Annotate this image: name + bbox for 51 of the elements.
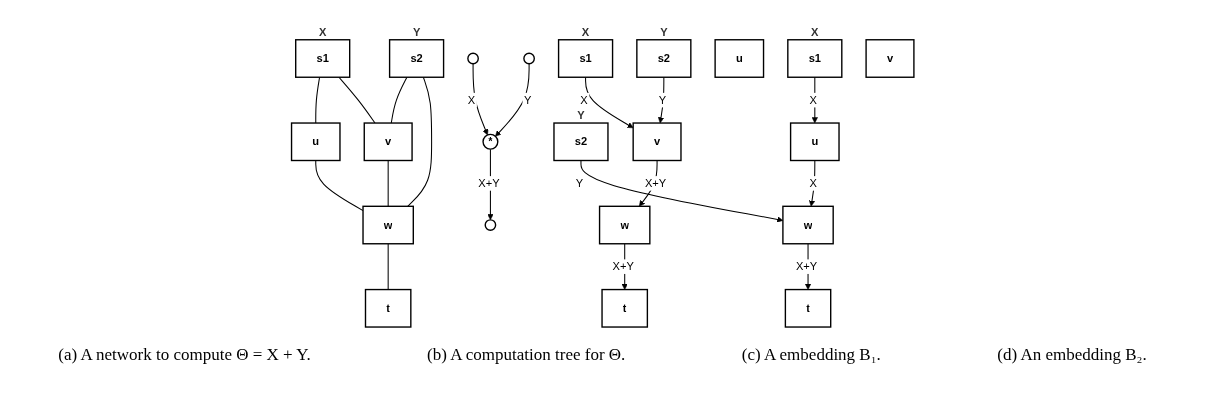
- node-circle: [466, 52, 479, 64]
- edge-label: X+Y: [478, 176, 500, 189]
- node-circle: [484, 218, 497, 231]
- edge-label: X: [809, 176, 817, 189]
- node-circle: *: [482, 133, 499, 150]
- node-box: u: [714, 38, 764, 78]
- node-box: s1: [786, 38, 843, 78]
- connector: [387, 159, 389, 207]
- edge-label: X: [467, 93, 476, 106]
- node-caption: Y: [577, 108, 585, 121]
- node-box: v: [363, 121, 413, 161]
- arrow: [472, 62, 489, 135]
- node-box: t: [601, 288, 648, 328]
- node-box: w: [781, 205, 834, 244]
- node-box: w: [362, 205, 414, 244]
- node-circle: [522, 52, 535, 64]
- node-box: s2: [388, 38, 445, 78]
- edge-label: Y: [575, 176, 583, 189]
- edge-label: X+Y: [644, 176, 666, 189]
- edge-label: X: [809, 93, 817, 106]
- edge-label: Y: [658, 93, 666, 106]
- node-box: s2: [553, 121, 609, 161]
- node-caption: Y: [659, 25, 668, 38]
- node-caption: Y: [412, 25, 421, 38]
- node-caption: X: [810, 25, 819, 38]
- node-box: u: [290, 121, 341, 161]
- arrow: [494, 62, 530, 137]
- node-caption: X: [581, 25, 590, 38]
- node-box: u: [789, 121, 840, 161]
- node-box: s2: [635, 38, 692, 78]
- edge-label: X+Y: [795, 259, 817, 272]
- edge-label: Y: [523, 93, 532, 106]
- node-caption: X: [318, 25, 327, 38]
- connector: [406, 76, 432, 207]
- edge-label: X: [580, 93, 588, 106]
- connector: [387, 242, 389, 290]
- node-box: t: [364, 288, 412, 328]
- figure-caption: (b) A computation tree for Θ.: [427, 345, 626, 365]
- connector: [338, 76, 376, 124]
- node-box: w: [598, 205, 651, 244]
- figure-caption: (a) A network to compute Θ = X + Y.: [58, 345, 311, 365]
- connector: [315, 76, 320, 124]
- connector: [390, 76, 408, 124]
- edge-label: X+Y: [612, 259, 634, 272]
- figure-caption: (c) A embedding B₁.: [741, 345, 881, 365]
- node-box: v: [632, 121, 682, 161]
- node-box: v: [865, 38, 915, 78]
- node-box: t: [784, 288, 832, 328]
- node-box: s1: [557, 38, 614, 78]
- node-box: s1: [294, 38, 351, 78]
- figure-caption: (d) An embedding B₂.: [997, 345, 1147, 365]
